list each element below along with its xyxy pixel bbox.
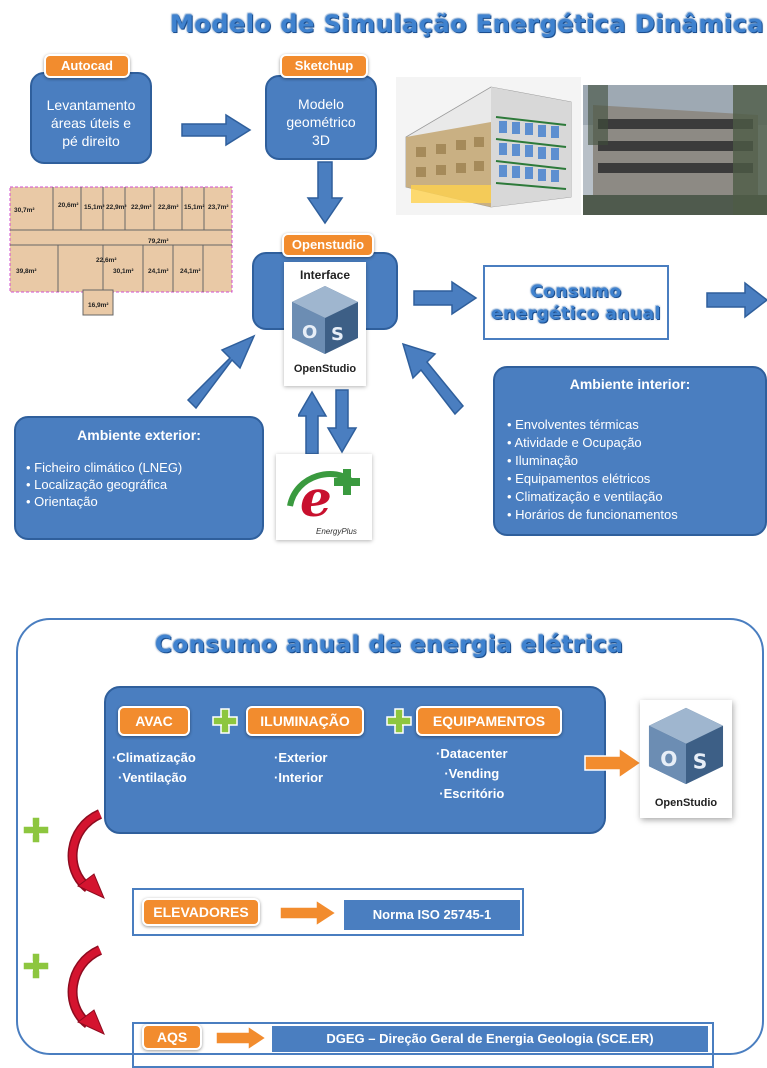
room-label: 30,1m² bbox=[113, 268, 134, 275]
openstudio-logo-card: Interface O S OpenStudio bbox=[284, 262, 366, 386]
interior-item: Equipamentos elétricos bbox=[507, 470, 753, 488]
openstudio-logo-label: OpenStudio bbox=[293, 363, 357, 375]
elevadores-tag: ELEVADORES bbox=[142, 898, 260, 926]
autocad-box: Levantamento áreas úteis e pé direito bbox=[30, 72, 152, 164]
consumo-energetico-box: Consumo energético anual bbox=[483, 265, 669, 340]
exterior-item: Localização geográfica bbox=[26, 476, 252, 493]
svg-text:O: O bbox=[302, 322, 317, 343]
equipamentos-tag: EQUIPAMENTOS bbox=[416, 706, 562, 736]
room-label: 30,7m² bbox=[14, 207, 35, 214]
interior-item: Horários de funcionamentos bbox=[507, 506, 753, 524]
autocad-line-1: Levantamento bbox=[46, 97, 136, 113]
sketchup-line-2: geométrico bbox=[286, 114, 356, 130]
building-photo bbox=[583, 85, 767, 215]
autocad-line-2: áreas úteis e bbox=[50, 115, 132, 131]
norma-iso-box: Norma ISO 25745-1 bbox=[344, 900, 520, 930]
consumo-anual-panel bbox=[16, 618, 764, 1055]
svg-text:e: e bbox=[300, 469, 332, 528]
equipamentos-item: ·Vending bbox=[444, 766, 500, 781]
interior-item: Iluminação bbox=[507, 452, 753, 470]
room-label: 22,8m² bbox=[158, 204, 179, 211]
curved-arrow-red bbox=[67, 809, 105, 899]
avac-list: ·Climatização ·Ventilação bbox=[112, 748, 196, 788]
openstudio-bottom-label: OpenStudio bbox=[654, 797, 718, 809]
building-3d-model-image bbox=[396, 77, 581, 215]
equipamentos-item: ·Escritório bbox=[439, 786, 505, 801]
energyplus-logo: e EnergyPlus bbox=[276, 454, 372, 540]
iluminacao-item: ·Interior bbox=[274, 770, 324, 785]
aqs-tag: AQS bbox=[142, 1024, 202, 1050]
plus-icon bbox=[22, 952, 50, 980]
room-label: 22,6m² bbox=[96, 257, 117, 264]
room-label: 23,7m² bbox=[208, 204, 229, 211]
top-title: Modelo de Simulação Energética Dinâmica bbox=[170, 10, 765, 38]
exterior-item: Ficheiro climático (LNEG) bbox=[26, 459, 252, 476]
avac-item: ·Ventilação bbox=[118, 770, 187, 785]
openstudio-cube-icon: O S bbox=[648, 707, 724, 785]
arrow-exterior-to-openstudio bbox=[186, 334, 256, 410]
avac-item: ·Climatização bbox=[112, 750, 196, 765]
bottom-title: Consumo anual de energia elétrica bbox=[155, 632, 624, 658]
energyplus-label: EnergyPlus bbox=[316, 527, 357, 536]
room-label: 20,6m² bbox=[58, 202, 79, 209]
equipamentos-list: ·Datacenter ·Vending ·Escritório bbox=[436, 744, 508, 804]
curved-arrow-red bbox=[67, 945, 105, 1035]
arrow-sketchup-to-openstudio bbox=[306, 161, 344, 225]
arrows-openstudio-energyplus bbox=[298, 389, 358, 455]
ambiente-exterior-box: Ambiente exterior: Ficheiro climático (L… bbox=[14, 416, 264, 540]
openstudio-cube-icon: O S bbox=[292, 286, 358, 354]
arrow-autocad-to-sketchup bbox=[181, 113, 252, 147]
ambiente-interior-box: Ambiente interior: Envolventes térmicas … bbox=[493, 366, 767, 536]
consumo-line-1: Consumo bbox=[530, 282, 622, 302]
arrow-openstudio-to-consumo bbox=[413, 280, 478, 316]
equipamentos-item: ·Datacenter bbox=[436, 746, 508, 761]
sketchup-line-3: 3D bbox=[312, 132, 330, 148]
autocad-tag: Autocad bbox=[44, 54, 130, 78]
elevadores-row bbox=[132, 888, 524, 936]
consumo-line-2: energético anual bbox=[491, 304, 661, 324]
ambiente-exterior-title: Ambiente exterior bbox=[77, 427, 197, 443]
arrow-elevadores bbox=[279, 898, 338, 928]
sketchup-box: Modelo geométrico 3D bbox=[265, 75, 377, 160]
iluminacao-tag: ILUMINAÇÃO bbox=[246, 706, 364, 736]
arrow-consumo-out bbox=[706, 281, 767, 319]
iluminacao-item: ·Exterior bbox=[274, 750, 328, 765]
room-label: 22,9m² bbox=[106, 204, 127, 211]
sketchup-line-1: Modelo bbox=[298, 96, 344, 112]
interface-label: Interface bbox=[299, 268, 351, 282]
plus-icon bbox=[212, 708, 238, 734]
svg-text:S: S bbox=[331, 324, 344, 345]
plus-icon bbox=[386, 708, 412, 734]
arrow-aqs bbox=[215, 1024, 268, 1052]
room-label: 39,8m² bbox=[16, 268, 37, 275]
autocad-line-3: pé direito bbox=[62, 133, 120, 149]
sketchup-tag: Sketchup bbox=[280, 54, 368, 78]
openstudio-tag: Openstudio bbox=[282, 233, 374, 257]
floor-plan-image: 30,7m² 20,6m² 15,1m² 22,9m² 22,9m² 22,8m… bbox=[8, 185, 234, 317]
svg-text:O: O bbox=[660, 747, 677, 771]
room-label: 24,1m² bbox=[148, 268, 169, 275]
svg-text:S: S bbox=[693, 749, 708, 773]
interior-item: Atividade e Ocupação bbox=[507, 434, 753, 452]
interior-item: Climatização e ventilação bbox=[507, 488, 753, 506]
interior-item: Envolventes térmicas bbox=[507, 416, 753, 434]
room-label: 15,1m² bbox=[184, 204, 205, 211]
dgeg-box: DGEG – Direção Geral de Energia Geologia… bbox=[272, 1026, 708, 1052]
room-label: 16,9m² bbox=[88, 302, 109, 309]
exterior-item: Orientação bbox=[26, 493, 252, 510]
room-label: 15,1m² bbox=[84, 204, 105, 211]
room-label: 79,2m² bbox=[148, 238, 169, 245]
avac-tag: AVAC bbox=[118, 706, 190, 736]
plus-icon bbox=[22, 816, 50, 844]
iluminacao-list: ·Exterior ·Interior bbox=[274, 748, 327, 788]
room-label: 24,1m² bbox=[180, 268, 201, 275]
arrow-to-openstudio-bottom bbox=[584, 746, 643, 780]
openstudio-logo-bottom: O S OpenStudio bbox=[640, 700, 732, 818]
room-label: 22,9m² bbox=[131, 204, 152, 211]
ambiente-interior-title: Ambiente interior: bbox=[569, 376, 691, 392]
arrow-interior-to-openstudio bbox=[401, 342, 465, 416]
